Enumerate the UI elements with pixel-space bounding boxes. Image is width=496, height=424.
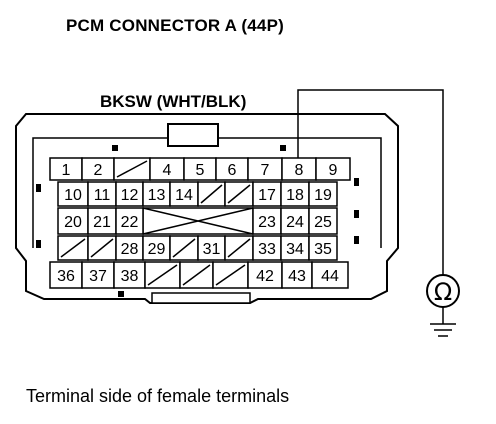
terminal-number: 38 [121,268,139,285]
terminal-number: 9 [329,162,338,179]
terminal-number: 35 [314,241,332,258]
diagram-title: PCM CONNECTOR A (44P) [66,16,284,35]
unused-slash [215,264,246,286]
terminal-number: 12 [121,187,139,204]
terminal-cell-24 [280,207,310,235]
notch-right-2 [354,210,359,218]
terminal-cell-10 [57,181,89,207]
wire-label: BKSW (WHT/BLK) [100,92,247,111]
unused-slash [116,160,148,178]
terminal-number: 11 [94,187,111,204]
lock-tab [167,123,219,147]
terminal-number: 2 [94,162,103,179]
terminal-number: 22 [121,214,139,231]
terminal-number: 5 [196,162,205,179]
terminal-cell-25 [308,207,338,235]
connector-shell [15,113,399,304]
unused-slash [90,238,114,258]
terminal-number: 17 [258,187,276,204]
terminal-number: 7 [261,162,270,179]
terminal-number: 34 [286,241,304,258]
crossed-block [142,207,254,235]
notch-right-3 [354,236,359,244]
terminal-cell-13 [142,181,171,207]
terminal-number: 29 [148,241,166,258]
unused-slash [147,264,178,286]
terminal-number: 31 [203,241,221,258]
unused-slash [227,238,251,258]
terminal-number: 25 [314,214,332,231]
bottom-key [151,292,251,304]
terminal-number: 21 [93,214,111,231]
terminal-number: 18 [286,187,304,204]
terminal-cell-9 [315,157,351,181]
notch-left-bottom [36,240,41,248]
terminal-number: 24 [286,214,304,231]
terminal-number: 1 [62,162,71,179]
terminal-cell-31 [197,235,226,261]
terminal-cell-23 [252,207,282,235]
terminal-number: 36 [57,268,75,285]
terminal-cell-35 [308,235,338,261]
notch-right-1 [354,178,359,186]
unused-slash [172,238,196,258]
unused-slash [227,184,251,204]
terminal-cell-43 [281,261,313,289]
notch-bottom-small [118,291,124,297]
terminal-number: 33 [258,241,276,258]
terminal-cell-18 [280,181,310,207]
terminal-number: 37 [89,268,107,285]
terminal-number: 43 [288,268,306,285]
notch-left-top [36,184,41,192]
terminal-number: 10 [64,187,82,204]
terminal-number: 42 [256,268,274,285]
terminal-number: 28 [121,241,139,258]
terminal-number: 23 [258,214,276,231]
notch-top-small-2 [280,145,286,151]
terminal-number: 19 [314,187,332,204]
terminal-cell-38 [113,261,146,289]
ohm-glyph: Ω [434,278,452,306]
diagram-caption: Terminal side of female terminals [26,386,290,406]
terminal-number: 20 [64,214,82,231]
unused-slash [200,184,223,204]
ground-symbol [430,307,456,337]
test-lead [297,89,444,275]
unused-slash [182,264,211,286]
terminal-cell-44 [311,261,349,289]
terminal-number: 44 [321,268,339,285]
notch-top-small [112,145,118,151]
terminal-number: 6 [228,162,237,179]
terminal-number: 8 [295,162,304,179]
terminal-cell-12 [115,181,144,207]
terminal-number: 14 [175,187,193,204]
terminal-cell-19 [308,181,338,207]
terminal-number: 4 [163,162,172,179]
terminal-cell-14 [169,181,199,207]
terminal-number: 13 [148,187,166,204]
terminal-cell-21 [87,207,117,235]
terminal-cell-37 [81,261,115,289]
terminal-cell-17 [252,181,282,207]
terminal-cell-22 [115,207,144,235]
unused-slash [60,238,86,258]
